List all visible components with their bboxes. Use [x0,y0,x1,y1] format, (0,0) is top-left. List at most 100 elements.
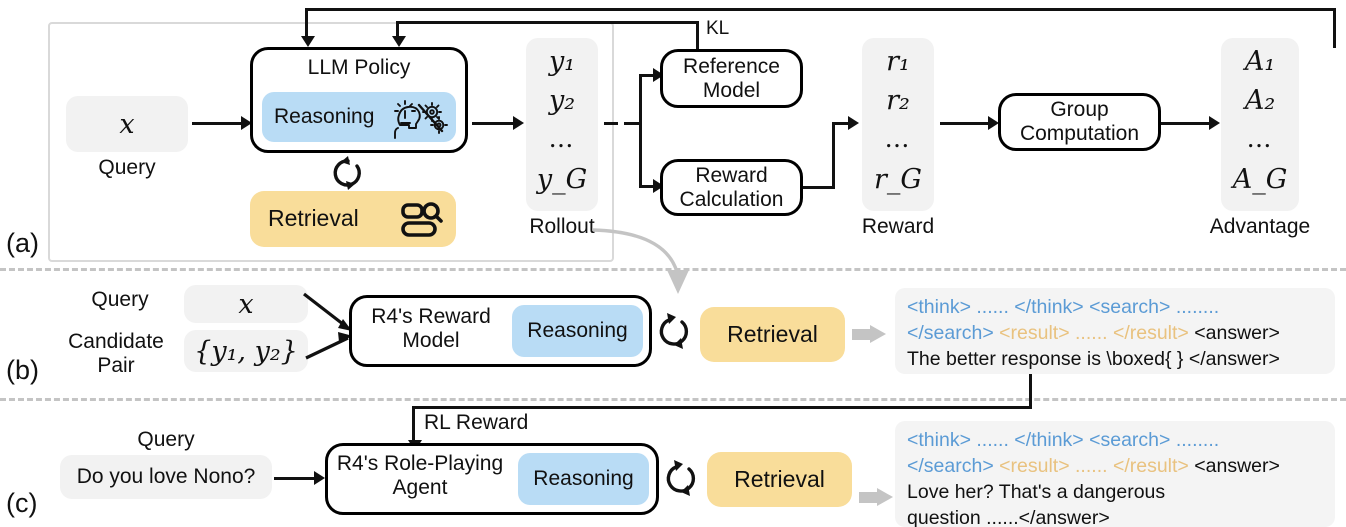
feedback-arrow-policy-1 [301,36,315,47]
reward-calculation-box: Reward Calculation [660,159,803,216]
reward-item: r₂ [886,84,910,116]
query-label-c: Query [137,428,195,451]
reference-model-line2: Model [702,78,761,102]
gray-block-arrow-icon-b [852,325,886,343]
feedback-line-policy-drop-2 [396,21,399,38]
panel-a-tag: (a) [6,228,39,258]
r4-agent-label: R4's Role-Playing Agent [330,452,510,499]
feedback-line-kl-top [396,21,699,24]
rollout-item: … [548,123,576,153]
candidate-pair-line2: Pair [97,353,135,377]
group-computation-line2: Computation [1019,122,1140,145]
reference-model-line1: Reference [683,54,780,78]
reference-model-box: Reference Model [660,49,803,108]
reasoning-box-a [262,92,456,142]
output-line-c-1: <think> ...... </think> <search> .......… [907,429,1220,451]
circular-loop-icon-b [655,311,695,351]
advantage-box [1221,38,1299,211]
rl-reward-line-from-b [1029,374,1032,407]
panel-a-to-b-connector [585,228,725,298]
query-value-box-b: x [184,285,308,323]
reasoning-label-b: Reasoning [527,319,628,343]
output-line-b-3: The better response is \boxed{ } </answe… [907,347,1280,370]
output-line-c-2: </search> <result> ...... </result> <ans… [907,454,1280,477]
reasoning-box-b: Reasoning [512,305,643,357]
llm-policy-title: LLM Policy [307,56,411,79]
reward-to-group [940,122,990,125]
rollout-caption: Rollout [529,215,595,238]
output-line-c-4: question ......</answer> [907,506,1110,527]
advantage-item: A₂ [1244,84,1276,116]
advantage-item: … [1246,123,1274,153]
reward-box [862,38,934,211]
r4-reward-model-label: R4's Reward Model [356,305,506,352]
r4-reward-model-line1: R4's Reward [371,305,491,328]
rollout-split-vertical [639,74,642,188]
r4-agent-line1: R4's Role-Playing [336,452,504,475]
arrow-policy-to-rollout [472,122,514,125]
panel-c-tag: (c) [6,488,38,518]
query-value-c: Do you love Nono? [76,465,256,489]
brain-lightbulb-gears-icon [392,98,448,139]
arrowhead-to-reward [848,116,859,130]
r4-reward-model-line2: Model [402,328,460,352]
feedback-line-advantage-top [305,8,1336,11]
group-to-advantage [1161,122,1211,125]
reward-caption: Reward [861,215,935,238]
output-box-c: <think> ...... </think> <search> .......… [895,421,1335,527]
output-line-b-1: <think> ...... </think> <search> .......… [907,296,1220,318]
advantage-caption: Advantage [1209,215,1311,238]
output-line-b-2: </search> <result> ...... </result> <ans… [907,321,1280,344]
rollout-item: y₂ [548,84,576,116]
reasoning-label-c: Reasoning [533,467,634,491]
output-line-c-3: Love her? That's a dangerous [907,480,1166,503]
candidate-pair-value-box-b: {y₁, y₂} [184,330,308,372]
separator-b-c [0,398,1346,401]
separator-a-b [0,268,1346,271]
retrieval-box-c: Retrieval [707,452,852,507]
gray-block-arrow-icon-c [859,488,893,506]
rl-reward-label: RL Reward [424,411,529,434]
panel-a-container [48,22,614,262]
r4-agent-line2: Agent [392,475,448,499]
rollout-box [526,38,598,211]
candidate-pair-line1: Candidate [68,330,164,353]
database-search-icon-a [400,200,444,240]
arrow-query-to-policy [192,122,242,125]
rollout-item: y_G [536,163,588,195]
arrowhead-policy-to-rollout [513,116,524,130]
query-caption-a: Query [98,156,156,179]
query-label-b: Query [91,288,149,311]
candidate-pair-label-b: Candidate Pair [52,330,180,377]
rewardcalc-out-v [832,122,835,189]
group-computation-box: Group Computation [998,93,1161,151]
retrieval-box-b: Retrieval [700,307,845,362]
feedback-line-advantage-down [1333,8,1336,48]
group-computation-line1: Group [1050,98,1109,122]
reward-calc-line1: Reward [695,163,768,187]
retrieval-label-b: Retrieval [727,320,818,347]
query-box-a: x [66,96,188,152]
arrows-into-reward-model [302,288,364,368]
retrieval-label-c: Retrieval [734,465,825,492]
output-box-b: <think> ...... </think> <search> .......… [895,288,1335,374]
arrow-query-to-agent-c [274,477,316,480]
reward-item: r₁ [886,45,910,77]
rollout-item: y₁ [548,45,576,77]
query-symbol-a: x [119,108,135,140]
arrowhead-group-to-advantage [1209,116,1220,130]
circular-loop-icon-c [662,458,702,498]
query-value-b: x [238,288,254,320]
rollout-split-dash [604,122,618,125]
rewardcalc-out-h [803,186,835,189]
reasoning-box-c: Reasoning [518,453,649,505]
advantage-item: A_G [1232,163,1288,195]
circular-loop-icon-a [328,153,368,193]
query-value-box-c: Do you love Nono? [60,455,272,499]
kl-label: KL [706,18,730,39]
reward-item: … [884,123,912,153]
rl-reward-line-h [412,406,1032,409]
feedback-line-policy-drop-1 [305,8,308,38]
retrieval-box-a [250,191,456,247]
rollout-to-refmodel [639,74,655,77]
